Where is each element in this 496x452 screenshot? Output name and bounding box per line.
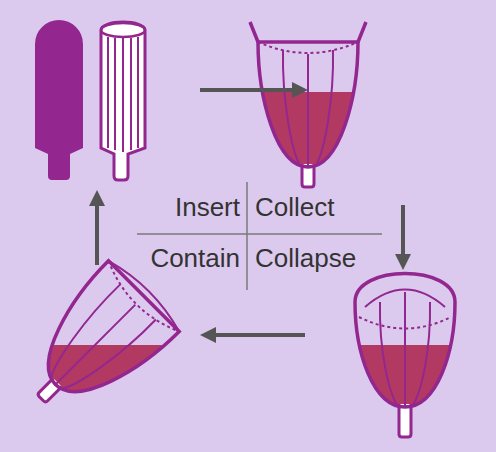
quadrant-label: Contain (150, 243, 240, 273)
quadrant-label: Insert (175, 192, 240, 222)
cycle-arrows (89, 82, 411, 343)
quadrant-label: Collapse (255, 243, 356, 273)
collecting-cup (250, 22, 366, 187)
collapsing-cup (355, 274, 455, 438)
quadrant-cross (137, 182, 382, 290)
folded-cup (35, 20, 145, 180)
quadrant-label: Collect (255, 192, 334, 222)
tilted-cup (0, 256, 220, 452)
